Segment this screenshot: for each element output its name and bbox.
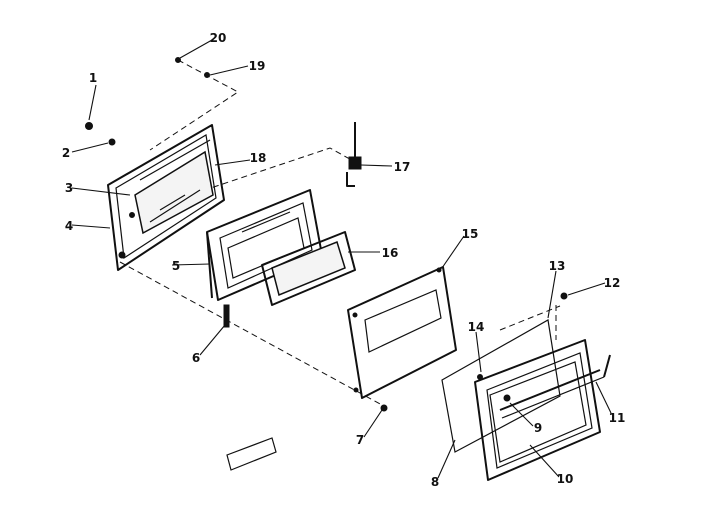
callout-2: 2 — [62, 146, 70, 160]
callout-13: 13 — [549, 259, 566, 273]
screw-7 — [380, 404, 388, 412]
callout-12: 12 — [604, 276, 621, 290]
window-frame — [261, 231, 356, 306]
callout-labels: 1 2 3 4 5 6 7 8 9 10 11 12 13 14 15 16 1… — [62, 31, 626, 489]
callout-11: 11 — [609, 411, 626, 425]
door-insulation-panel — [347, 266, 457, 399]
callout-17: 17 — [394, 160, 411, 174]
callout-6: 6 — [192, 351, 200, 365]
callout-19: 19 — [249, 59, 266, 73]
leader-lines — [71, 39, 612, 479]
outer-door-frame — [474, 339, 601, 481]
hardware — [85, 57, 568, 402]
assembly-lines — [119, 59, 561, 406]
callout-15: 15 — [462, 227, 479, 241]
door-handle — [499, 354, 611, 419]
hinge-pin — [223, 304, 230, 328]
callout-10: 10 — [557, 472, 574, 486]
inner-door-panel — [107, 124, 225, 271]
callout-3: 3 — [65, 181, 73, 195]
callout-8: 8 — [431, 475, 439, 489]
callout-20: 20 — [210, 31, 227, 45]
callout-5: 5 — [172, 259, 180, 273]
callout-16: 16 — [382, 246, 399, 260]
outer-glass — [441, 319, 561, 453]
detail-tag — [226, 437, 277, 471]
callout-9: 9 — [534, 421, 542, 435]
callout-18: 18 — [250, 151, 267, 165]
callout-4: 4 — [65, 219, 73, 233]
callout-14: 14 — [468, 320, 485, 334]
callout-7: 7 — [356, 433, 364, 447]
callout-1: 1 — [89, 71, 97, 85]
door-latch — [346, 122, 362, 187]
